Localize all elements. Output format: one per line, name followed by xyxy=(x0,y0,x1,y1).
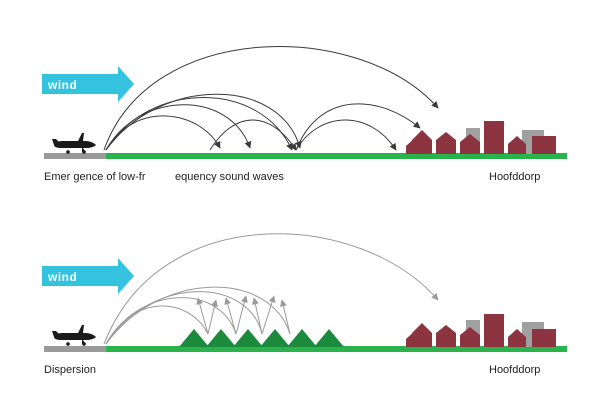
wind-label-bottom: wind xyxy=(47,270,77,284)
top-panel: wind xyxy=(42,45,567,183)
wind-arrow-bottom: wind xyxy=(42,258,134,294)
airplane-icon-bottom xyxy=(52,325,96,346)
caption-top-left-b: equency sound waves xyxy=(175,171,284,183)
wind-label-top: wind xyxy=(47,78,77,92)
airplane-icon-top xyxy=(52,133,96,154)
mounds xyxy=(179,329,344,347)
caption-top-right: Hoofddorp xyxy=(489,171,540,183)
caption-top-left-a: Emer gence of low-fr xyxy=(44,171,146,183)
ground-bottom xyxy=(106,346,567,352)
caption-bottom-right: Hoofddorp xyxy=(489,364,540,376)
runway-bottom xyxy=(44,346,106,352)
runway-top xyxy=(44,153,106,159)
sound-arcs-top xyxy=(103,45,439,151)
ground-top xyxy=(106,153,567,159)
houses-bottom xyxy=(406,314,556,347)
caption-bottom-left: Dispersion xyxy=(44,364,96,376)
houses-top xyxy=(406,121,556,154)
sound-arcs-bottom xyxy=(103,233,439,345)
bottom-panel: wind xyxy=(42,233,567,376)
wind-arrow-top: wind xyxy=(42,66,134,102)
